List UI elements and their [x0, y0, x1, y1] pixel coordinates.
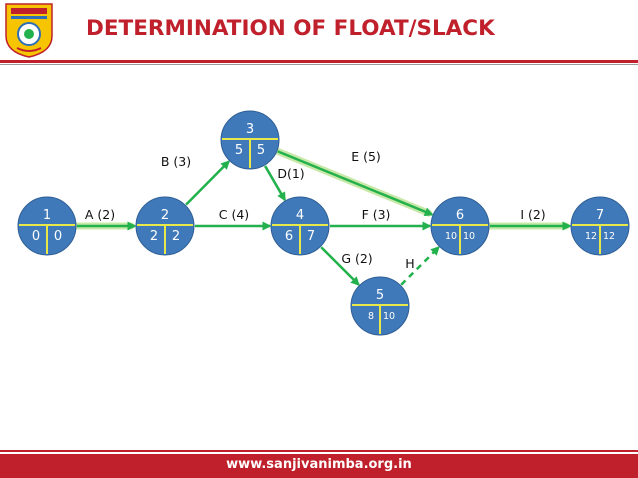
- activity-label-4-6: F (3): [362, 207, 391, 222]
- activity-line: [400, 246, 440, 286]
- title-underline: [0, 60, 638, 63]
- node-earliest-time: 12: [585, 231, 597, 242]
- activity-label-6-7: I (2): [520, 207, 545, 222]
- activity-label-3-4: D(1): [277, 166, 304, 181]
- node-earliest-time: 5: [235, 143, 243, 158]
- activity-line: [277, 150, 434, 216]
- node-latest-time: 10: [463, 231, 475, 242]
- node-earliest-time: 10: [445, 231, 457, 242]
- node-number: 2: [161, 208, 169, 223]
- activity-arrows: [73, 147, 572, 286]
- society-logo: [5, 3, 53, 58]
- activity-line: [185, 160, 230, 206]
- event-node-5: 58 10: [350, 276, 410, 336]
- node-latest-time: 10: [383, 311, 395, 322]
- activity-label-1-2: A (2): [85, 207, 115, 222]
- node-latest-time: 5: [257, 143, 265, 158]
- title-underline-shadow: [0, 64, 638, 65]
- event-node-6: 6 10 10: [430, 196, 490, 256]
- activity-line: [320, 246, 360, 286]
- node-number: 7: [596, 208, 604, 223]
- footer-rule: [0, 450, 638, 452]
- activity-arrow-5-6: [400, 246, 440, 286]
- node-number: 3: [246, 122, 254, 137]
- activity-labels: A (2) B (3) C (4) D(1) E (5) F (3) G (2) H I (2): [85, 149, 546, 271]
- page-title: DETERMINATION OF FLOAT/SLACK: [86, 16, 495, 41]
- node-number: 6: [456, 208, 464, 223]
- activity-label-5-6: H: [405, 256, 414, 271]
- node-latest-time: 0: [54, 229, 62, 244]
- activity-arrow-4-5: [320, 246, 360, 286]
- node-number: 1: [43, 208, 51, 223]
- node-earliest-time: 2: [150, 229, 158, 244]
- node-earliest-time: 6: [285, 229, 293, 244]
- activity-label-2-4: C (4): [219, 207, 249, 222]
- activity-label-2-3: B (3): [161, 154, 191, 169]
- node-number: 5: [376, 288, 384, 303]
- node-latest-time: 2: [172, 229, 180, 244]
- activity-arrow-2-3: [185, 160, 230, 206]
- activity-label-3-6: E (5): [351, 149, 381, 164]
- activity-line: [263, 165, 287, 202]
- activity-label-4-5: G (2): [341, 251, 372, 266]
- node-latest-time: 12: [603, 231, 615, 242]
- node-earliest-time: 0: [32, 229, 40, 244]
- node-number: 4: [296, 208, 304, 223]
- footer-url[interactable]: www.sanjivanimba.org.in: [226, 457, 412, 472]
- node-earliest-time: 8: [368, 311, 374, 322]
- activity-arrow-3-6: [274, 147, 434, 217]
- footer-bar: [0, 454, 638, 478]
- node-latest-time: 7: [307, 229, 315, 244]
- activity-arrow-3-4: [263, 165, 287, 202]
- event-node-7: 7 12 12: [570, 196, 630, 256]
